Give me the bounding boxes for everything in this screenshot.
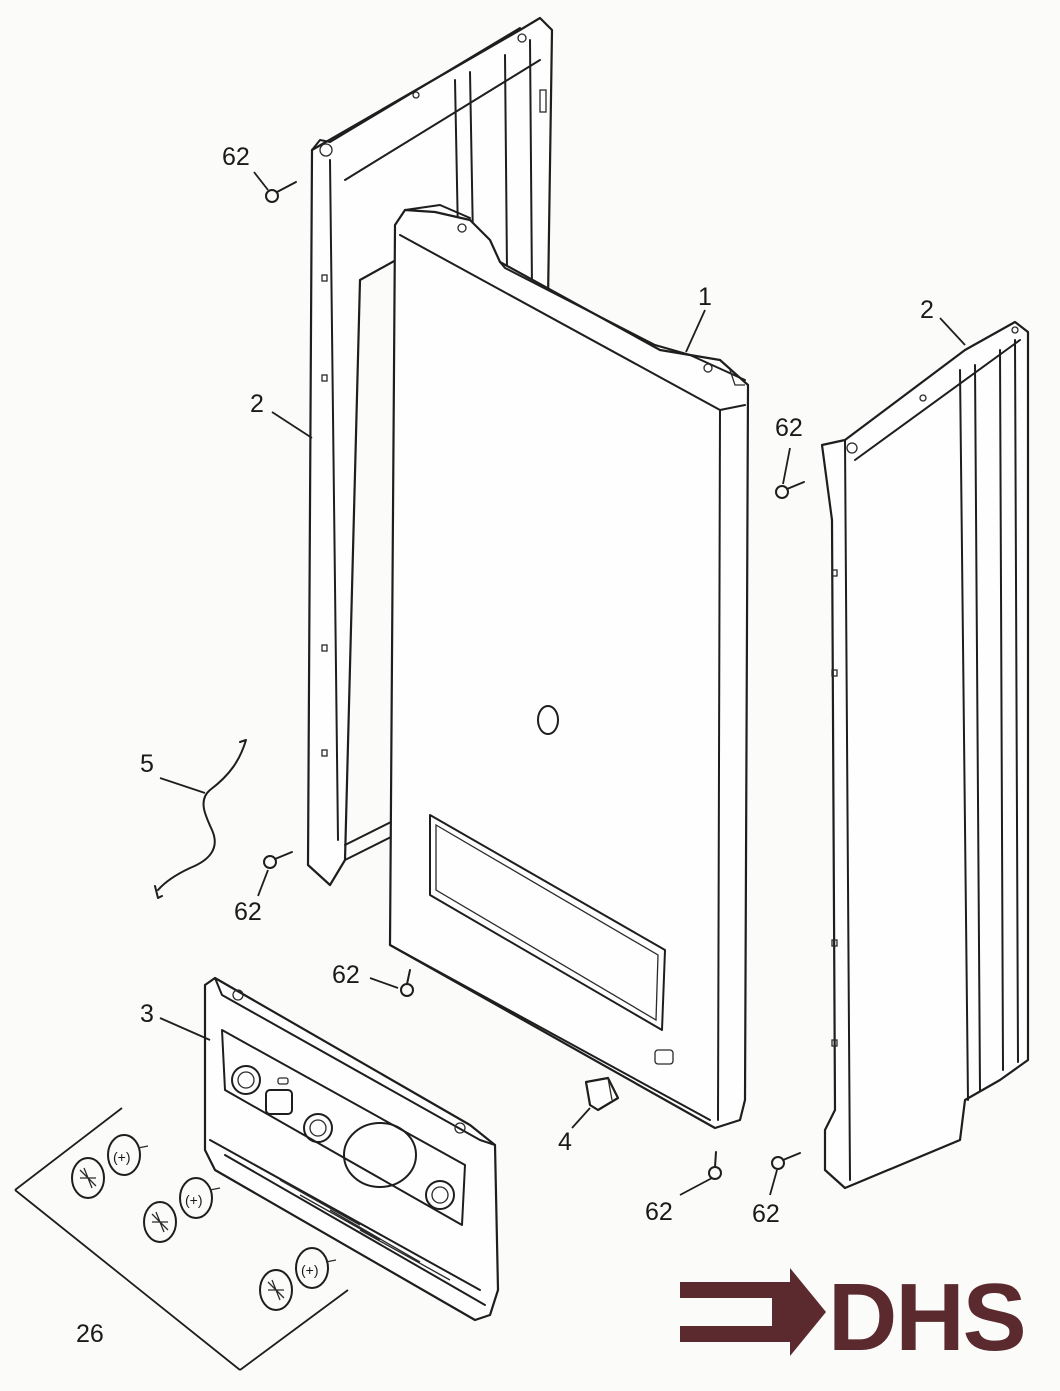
wire-harness (154, 739, 247, 899)
callout-62-top-left: 62 (222, 143, 250, 171)
control-knobs: (+) (+) (+) (14, 1107, 349, 1371)
knob-set-3: (+) (259, 1247, 337, 1311)
led-lens (584, 1076, 620, 1112)
callout-62-bottom-right: 62 (752, 1200, 780, 1228)
dhs-logo: DHS (680, 1264, 1027, 1371)
callout-4: 4 (558, 1128, 572, 1156)
callout-62-mid-left: 62 (234, 898, 262, 926)
logo-text: DHS (828, 1264, 1025, 1371)
callout-2-right: 2 (920, 296, 934, 324)
callout-26: 26 (76, 1320, 104, 1348)
callout-3: 3 (140, 1000, 154, 1028)
callout-62-bottom-center: 62 (645, 1198, 673, 1226)
knob-set-2: (+) (143, 1177, 221, 1243)
svg-text:(+): (+) (113, 1149, 131, 1165)
callout-labels: 1 2 2 3 4 5 26 62 62 62 62 62 62 (76, 143, 934, 1348)
knob-set-1: (+) (71, 1134, 149, 1199)
screw-5 (708, 1151, 722, 1180)
callout-1: 1 (698, 283, 712, 311)
front-panel (388, 204, 750, 1130)
leader-lines (159, 171, 966, 1196)
screw-2 (775, 481, 805, 499)
screw-1 (265, 181, 297, 203)
callout-62-center: 62 (332, 961, 360, 989)
svg-text:(+): (+) (301, 1262, 319, 1278)
callout-62-top-right: 62 (775, 414, 803, 442)
screw-6 (771, 1152, 801, 1170)
control-fascia (203, 976, 500, 1322)
screws (263, 181, 805, 1180)
screw-4 (400, 969, 414, 997)
callout-2-left: 2 (250, 390, 264, 418)
logo-arrow-icon (680, 1268, 826, 1356)
callout-5: 5 (140, 750, 154, 778)
svg-text:(+): (+) (185, 1192, 203, 1208)
screw-3 (263, 851, 293, 869)
right-side-panel (820, 320, 1030, 1190)
